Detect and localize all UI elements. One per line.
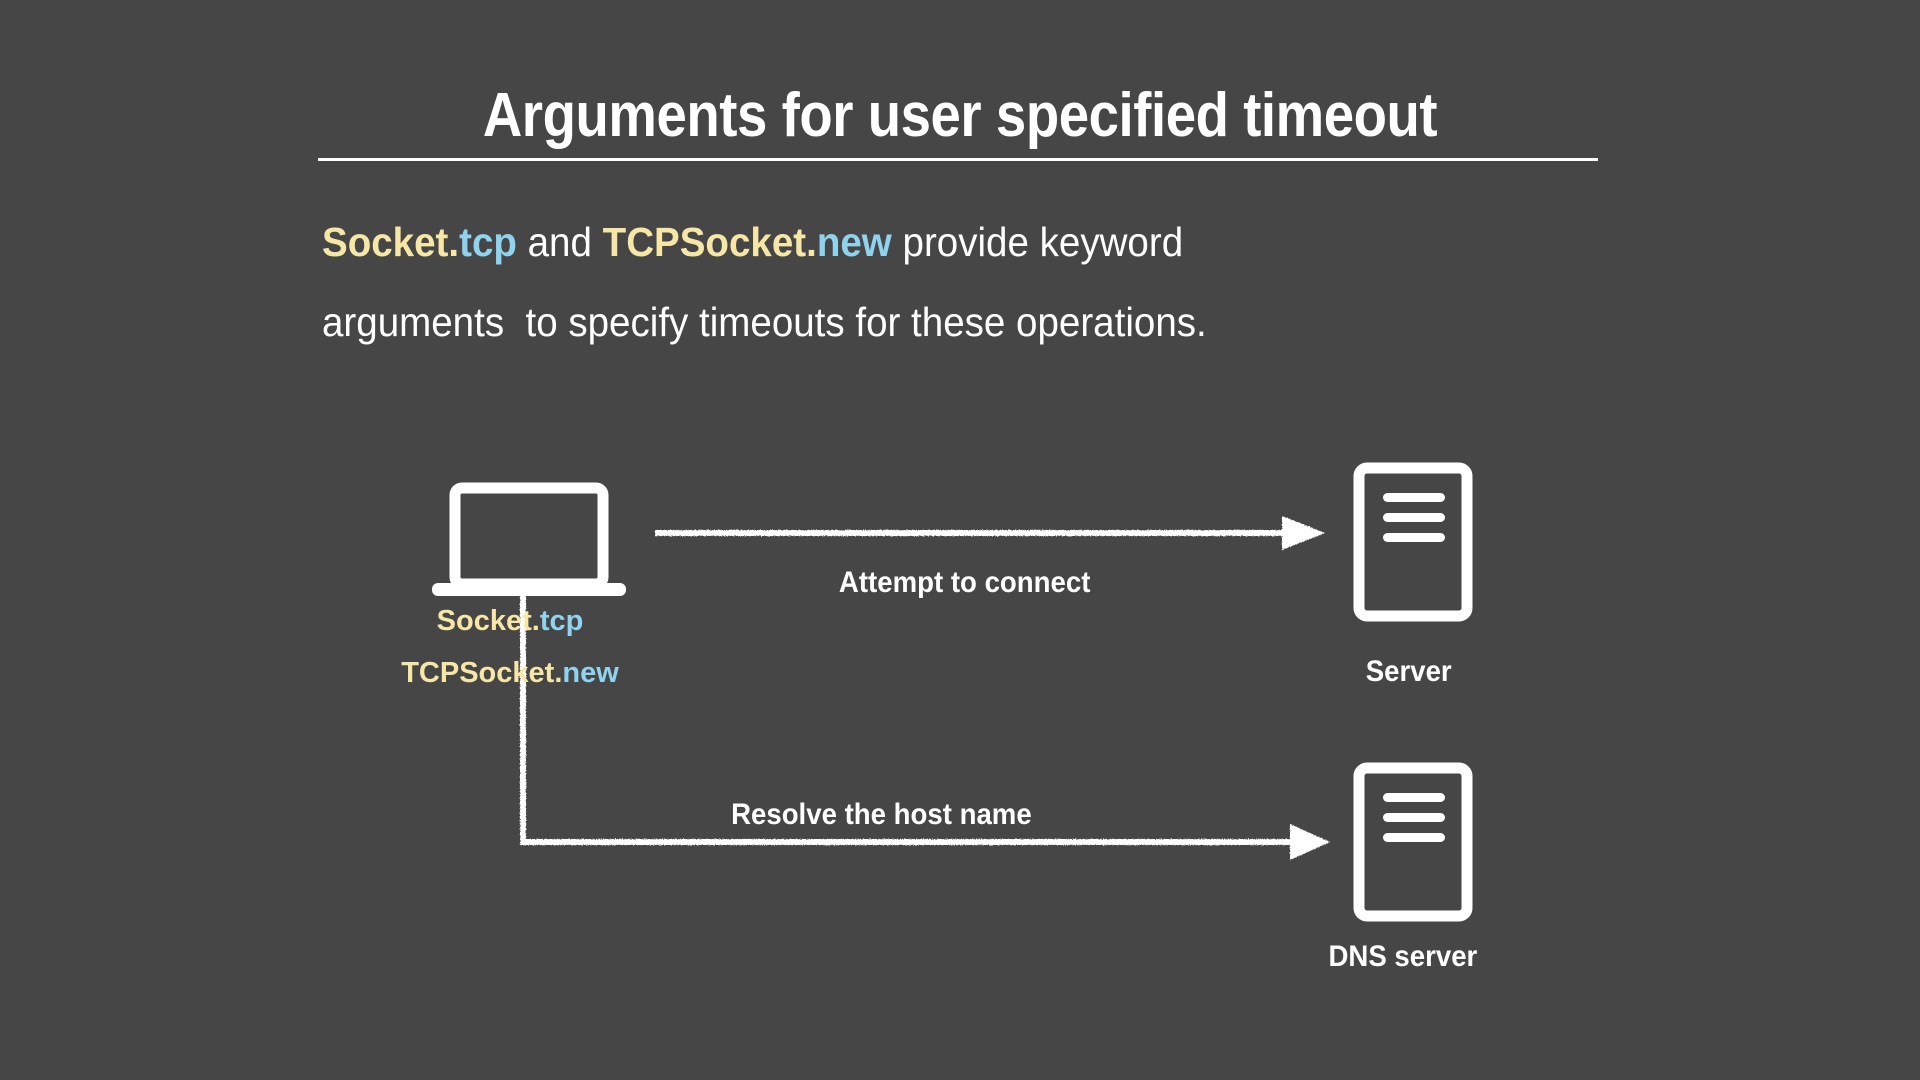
node-label-server: Server [1365, 655, 1452, 688]
node-label-dns-server: DNS server [1328, 940, 1478, 973]
body-line-2: arguments to specify timeouts for these … [322, 299, 1207, 345]
code-method-new: new [816, 219, 892, 265]
diagram-canvas [432, 462, 1473, 922]
client-method-new: new [562, 657, 619, 689]
server-icon-top [1353, 462, 1473, 622]
client-label-tcpsocket-new: TCPSocket.new [330, 647, 690, 699]
title-divider [318, 158, 1598, 161]
client-class-socket: Socket [436, 605, 532, 637]
client-label-socket-tcp: Socket.tcp [330, 595, 690, 647]
network-diagram: Socket.tcp TCPSocket.new Attempt to conn… [0, 430, 1920, 990]
client-dot-2: . [554, 657, 563, 689]
code-class-tcpsocket: TCPSocket [602, 219, 807, 265]
code-method-tcp: tcp [459, 219, 517, 265]
laptop-icon [432, 482, 626, 596]
arrow-label-resolve-host-name: Resolve the host name [731, 798, 1032, 831]
code-class-socket: Socket [322, 219, 449, 265]
body-line-1-tail: provide keyword [891, 219, 1184, 265]
code-dot-2: . [806, 219, 817, 265]
page-title: Arguments for user specified timeout [482, 80, 1438, 150]
client-code-labels: Socket.tcp TCPSocket.new [330, 595, 690, 699]
server-icon-bottom [1353, 762, 1473, 922]
arrow-attempt-to-connect [655, 516, 1325, 550]
client-class-tcpsocket: TCPSocket [401, 657, 555, 689]
arrow-resolve-host-name [520, 590, 1330, 860]
arrow-label-attempt-to-connect: Attempt to connect [838, 566, 1091, 599]
code-dot-1: . [448, 219, 460, 265]
body-conjunction: and [516, 219, 603, 265]
body-line-1: Socket.tcp and TCPSocket.new provide key… [322, 202, 1544, 282]
client-dot-1: . [531, 605, 540, 637]
body-paragraph: Socket.tcp and TCPSocket.new provide key… [322, 202, 1544, 362]
client-method-tcp: tcp [539, 605, 584, 637]
